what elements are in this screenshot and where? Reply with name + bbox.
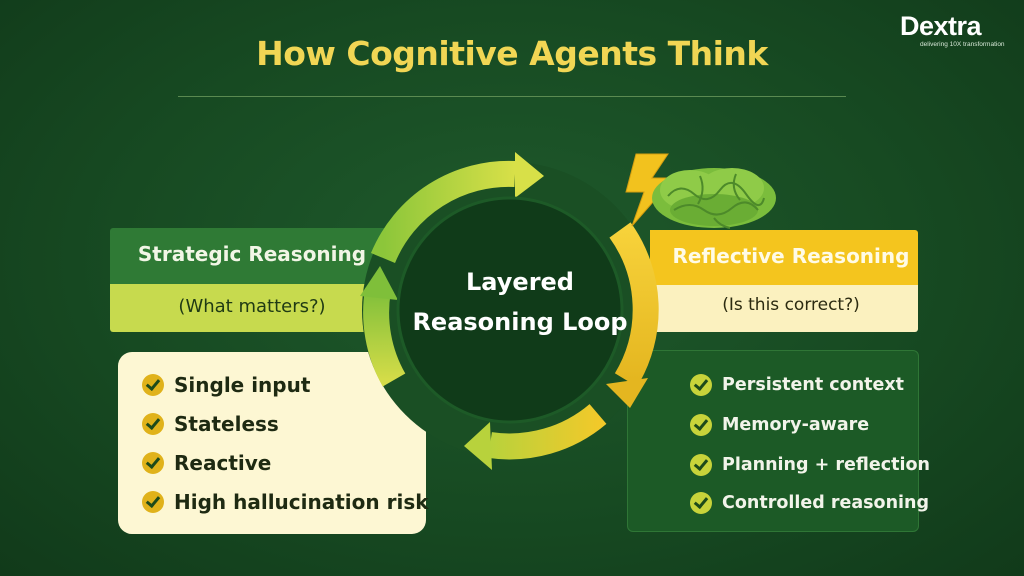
cognitive-traits-panel: Persistent context Memory-aware Planning… — [627, 350, 930, 532]
page-title: How Cognitive Agents Think — [256, 34, 768, 73]
check-icon — [690, 492, 712, 514]
list-item: High hallucination risk — [142, 487, 429, 517]
arrowhead-bottom — [464, 422, 492, 470]
brain-icon — [652, 168, 776, 229]
reflective-header-band — [650, 230, 918, 285]
loop-arrow-right — [609, 222, 659, 387]
reflective-question-band — [650, 285, 918, 332]
check-icon — [690, 374, 712, 396]
title-divider — [178, 96, 846, 97]
strategic-header-band — [110, 228, 410, 284]
reflective-question: (Is this correct?) — [722, 295, 860, 315]
brand-logo: Dextra delivering 10X transformation — [896, 10, 1016, 50]
strategic-heading: Strategic Reasoning — [137, 242, 367, 266]
strategic-reasoning-header: Strategic Reasoning (What matters?) — [110, 228, 410, 332]
list-item: Planning + reflection — [690, 451, 930, 479]
arrowhead-top — [515, 152, 544, 198]
list-item: Controlled reasoning — [690, 489, 929, 517]
brand-name: Dextra — [900, 11, 982, 41]
list-item-label: Single input — [174, 373, 311, 397]
strategic-question-band — [110, 284, 410, 332]
list-item: Memory-aware — [690, 411, 869, 439]
check-icon — [142, 452, 164, 474]
arrowhead-left — [360, 266, 398, 300]
strategic-question: (What matters?) — [178, 296, 326, 317]
loop-center-label: Layered Reasoning Loop — [400, 262, 640, 342]
list-item: Reactive — [142, 448, 271, 478]
loop-arrow-bottom — [488, 403, 607, 460]
check-icon — [690, 414, 712, 436]
loop-arrow-left — [363, 287, 406, 387]
loop-arrow-top — [370, 160, 516, 264]
list-item-label: Stateless — [174, 412, 279, 436]
list-item-label: Memory-aware — [722, 415, 870, 435]
cycle-arrows-icon — [363, 160, 659, 460]
list-item: Single input — [142, 370, 310, 400]
loop-label-line2: Reasoning Loop — [412, 308, 628, 336]
list-item: Stateless — [142, 409, 279, 439]
reflective-heading: Reflective Reasoning — [672, 244, 910, 268]
check-icon — [142, 491, 164, 513]
reasoning-loop-diagram — [360, 152, 676, 470]
list-item-label: Persistent context — [722, 375, 905, 395]
loop-label-line1: Layered — [466, 268, 574, 296]
reflective-reasoning-header: Reflective Reasoning (Is this correct?) — [650, 230, 918, 332]
check-icon — [142, 374, 164, 396]
arrowhead-right — [606, 378, 648, 408]
list-item-label: Controlled reasoning — [722, 493, 930, 513]
list-item-label: Reactive — [174, 451, 272, 475]
check-icon — [142, 413, 164, 435]
list-item-label: High hallucination risk — [174, 490, 429, 514]
brand-tagline: delivering 10X transformation — [920, 41, 1005, 48]
check-icon — [690, 454, 712, 476]
list-item: Persistent context — [690, 371, 904, 399]
stateless-traits-panel: Single input Stateless Reactive High hal… — [118, 352, 429, 534]
list-item-label: Planning + reflection — [722, 455, 930, 475]
loop-center-disc — [398, 198, 622, 422]
